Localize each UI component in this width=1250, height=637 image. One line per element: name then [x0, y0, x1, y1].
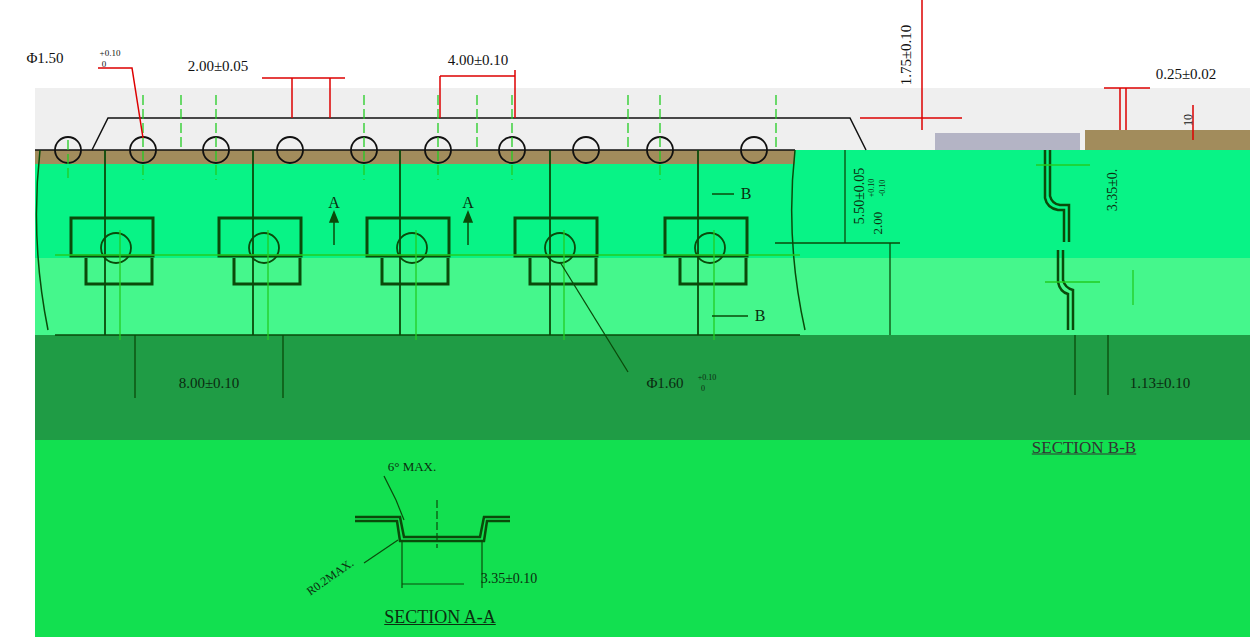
break-line — [792, 150, 805, 330]
dimension-lines — [364, 476, 482, 588]
tolerance: -0.10 — [879, 180, 887, 197]
section-profile — [1045, 150, 1073, 330]
center-lines — [55, 230, 800, 340]
tolerance: +0.10 — [868, 179, 876, 198]
center-lines — [1036, 165, 1133, 305]
pitch-dimension: 2.00±0.05 — [188, 59, 249, 74]
break-line — [36, 150, 48, 330]
dimension-lines — [135, 150, 1108, 398]
depth-dimension: 3.35±0. — [1106, 169, 1120, 212]
pitch-dimension: 4.00±0.10 — [448, 53, 509, 68]
section-title: SECTION A-A — [384, 608, 496, 626]
diameter-dimension: Φ1.50 — [26, 51, 63, 66]
radius-note: R0.2MAX. — [304, 557, 355, 598]
tolerance: +0.10 — [100, 49, 121, 58]
tape-edge — [55, 334, 800, 336]
scan-artifact — [935, 133, 1080, 150]
width-dimension: 2.00 — [871, 212, 884, 235]
background-band — [35, 440, 1250, 637]
angle-note: 6° MAX. — [388, 460, 437, 473]
edge-dimension: 1.75±0.10 — [899, 25, 914, 86]
thickness-dimension: 0.25±0.02 — [1156, 67, 1217, 82]
pocket-dimension: 3.35±0.10 — [481, 572, 538, 586]
section-letter: A — [328, 195, 340, 211]
background-band — [35, 150, 1250, 258]
section-title: SECTION B-B — [1032, 439, 1136, 456]
section-letter: B — [755, 308, 766, 324]
tape-edge — [35, 149, 795, 151]
tolerance: 0 — [102, 60, 107, 69]
tape-edge-strip — [1085, 130, 1250, 150]
diameter-dimension: Φ1.60 — [646, 376, 683, 391]
tape-outline — [92, 118, 866, 150]
section-letter: B — [741, 186, 752, 202]
center-lines — [68, 95, 776, 180]
section-markers — [330, 194, 748, 316]
section-letter: A — [462, 195, 474, 211]
dimension-fragment: 10 — [1182, 114, 1194, 126]
tolerance: +0.10 — [698, 374, 717, 382]
dimension-lines — [98, 0, 1193, 140]
pockets — [71, 150, 747, 335]
pitch-dimension: 8.00±0.10 — [179, 376, 240, 391]
background-band — [35, 88, 1250, 150]
tolerance: 0 — [701, 385, 705, 393]
depth-dimension: 1.13±0.10 — [1130, 376, 1191, 391]
width-dimension: 5.50±0.05 — [853, 168, 867, 225]
section-profile — [355, 517, 510, 541]
background-band — [35, 335, 1250, 440]
